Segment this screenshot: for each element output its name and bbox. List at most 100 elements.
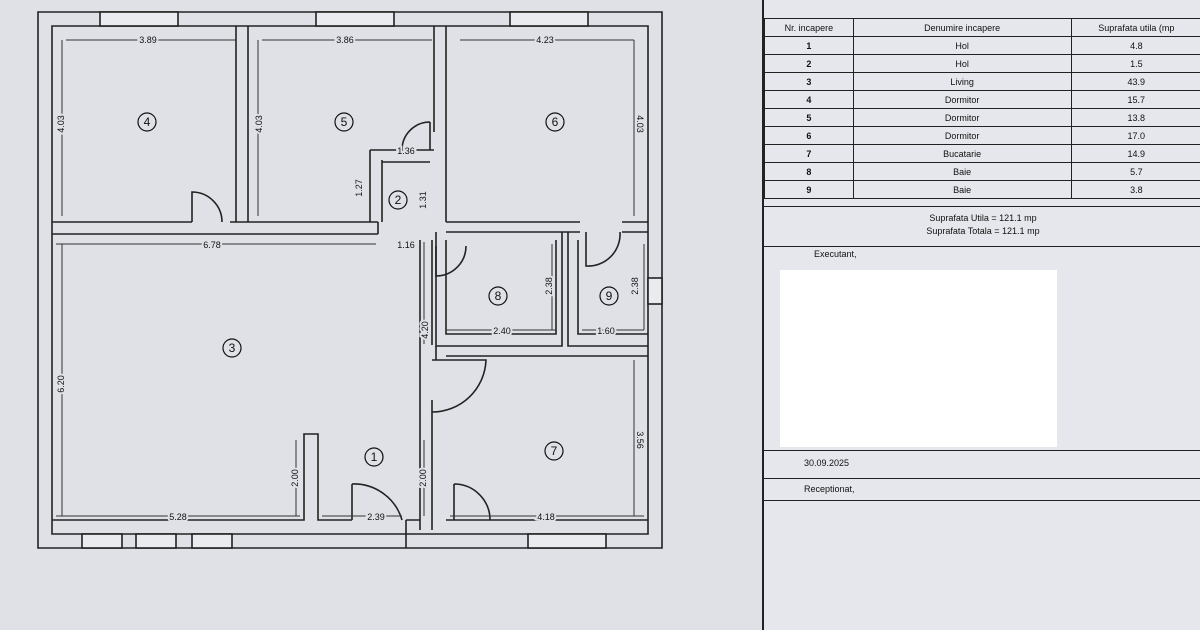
- cell-area: 1.5: [1070, 54, 1200, 73]
- window-top-middle: [315, 11, 395, 27]
- window-top-left: [99, 11, 179, 27]
- wall-bedrooms-living: [52, 221, 379, 235]
- cell-name: Dormitor: [852, 126, 1072, 145]
- dim-label: 4.03: [635, 115, 645, 133]
- wall-hall-2: [369, 149, 434, 222]
- room-marker-circle: [222, 338, 242, 358]
- cell-nr: 3: [764, 72, 854, 91]
- dim-label: 6.20: [56, 375, 66, 393]
- cell-area: 4.8: [1070, 36, 1200, 55]
- dim-label: 2.40: [493, 326, 511, 336]
- divider: [764, 478, 1200, 479]
- window-bottom-3: [191, 533, 233, 549]
- door-room-5: [401, 121, 431, 151]
- wall-6-bath: [446, 221, 648, 233]
- cell-name: Bucatarie: [852, 144, 1072, 163]
- room-marker-5: 5: [341, 115, 348, 129]
- cell-nr: 8: [764, 162, 854, 181]
- room-marker-6: 6: [552, 115, 559, 129]
- table-header-row: Nr. incapere Denumire incapere Suprafata…: [764, 18, 1200, 37]
- cell-name: Hol: [852, 36, 1072, 55]
- door-room-9: [585, 231, 621, 267]
- cell-name: Baie: [852, 162, 1072, 181]
- divider: [764, 246, 1200, 247]
- header-area: Suprafata utila (mp: [1070, 18, 1200, 37]
- room-marker-4: 4: [144, 115, 151, 129]
- cell-nr: 4: [764, 90, 854, 109]
- wall-bath-8: [435, 232, 563, 347]
- dim-label: 4.03: [254, 115, 264, 133]
- dim-label: 2.00: [418, 469, 428, 487]
- cell-nr: 7: [764, 144, 854, 163]
- dim-label: 2.00: [290, 469, 300, 487]
- cell-name: Hol: [852, 54, 1072, 73]
- wall-corridor: [419, 240, 433, 530]
- dim-label: 6.78: [203, 240, 221, 250]
- dim-label: 4.23: [536, 35, 554, 45]
- total-area: Suprafata Totala = 121.1 mp: [926, 226, 1040, 236]
- outer-wall-inner: [51, 25, 649, 535]
- cell-name: Dormitor: [852, 108, 1072, 127]
- header-nr: Nr. incapere: [764, 18, 854, 37]
- door-entrance: [351, 483, 403, 521]
- dim-label: 4.03: [56, 115, 66, 133]
- floor-plan: 3.89 3.86 4.23 4.03 4.03 4.03 1.36 1.27 …: [37, 11, 663, 549]
- room-marker-3: 3: [229, 341, 236, 355]
- dim-label: 1.60: [597, 326, 615, 336]
- window-bottom-2: [135, 533, 177, 549]
- cell-area: 14.9: [1070, 144, 1200, 163]
- room-marker-1: 1: [371, 450, 378, 464]
- cell-name: Dormitor: [852, 90, 1072, 109]
- dim-label: 1.31: [418, 191, 428, 209]
- total-useful-area: Suprafata Utila = 121.1 mp: [929, 213, 1037, 223]
- door-room-8: [435, 245, 467, 277]
- divider: [764, 500, 1200, 501]
- wall-entrance: [405, 519, 420, 548]
- dim-lines-living: [56, 243, 376, 517]
- header-name: Denumire incapere: [852, 18, 1072, 37]
- dim-lines-bedrooms: [61, 40, 635, 216]
- cell-area: 5.7: [1070, 162, 1200, 181]
- dim-label: 4.20: [420, 321, 430, 339]
- dim-label: 3.86: [336, 35, 354, 45]
- cell-area: 17.0: [1070, 126, 1200, 145]
- wall-4-5: [235, 26, 249, 222]
- dim-label: 2.38: [630, 277, 640, 295]
- cell-nr: 2: [764, 54, 854, 73]
- divider: [764, 450, 1200, 451]
- window-top-right: [509, 11, 589, 27]
- cell-nr: 9: [764, 180, 854, 199]
- cell-name: Living: [852, 72, 1072, 91]
- cell-area: 15.7: [1070, 90, 1200, 109]
- cell-name: Baie: [852, 180, 1072, 199]
- door-kitchen: [431, 359, 487, 413]
- door-kitchen-2: [453, 483, 491, 521]
- room-marker-circle: [545, 112, 565, 132]
- room-schedule-sheet: Nr. incapere Denumire incapere Suprafata…: [762, 0, 1200, 630]
- dim-label: 2.39: [367, 512, 385, 522]
- cell-nr: 5: [764, 108, 854, 127]
- room-marker-circle: [388, 190, 408, 210]
- window-right: [647, 277, 663, 305]
- dim-label: 3.89: [139, 35, 157, 45]
- dim-label: 5.28: [169, 512, 187, 522]
- room-marker-circle: [364, 447, 384, 467]
- room-marker-circle: [544, 441, 564, 461]
- room-marker-7: 7: [551, 444, 558, 458]
- room-marker-circle: [137, 112, 157, 132]
- cell-nr: 6: [764, 126, 854, 145]
- cell-area: 3.8: [1070, 180, 1200, 199]
- cell-nr: 1: [764, 36, 854, 55]
- wall-kitchen-top: [435, 346, 648, 360]
- receptionat-label: Receptionat,: [804, 484, 855, 494]
- room-marker-9: 9: [606, 289, 613, 303]
- window-bottom-1: [81, 533, 123, 549]
- room-marker-circle: [488, 286, 508, 306]
